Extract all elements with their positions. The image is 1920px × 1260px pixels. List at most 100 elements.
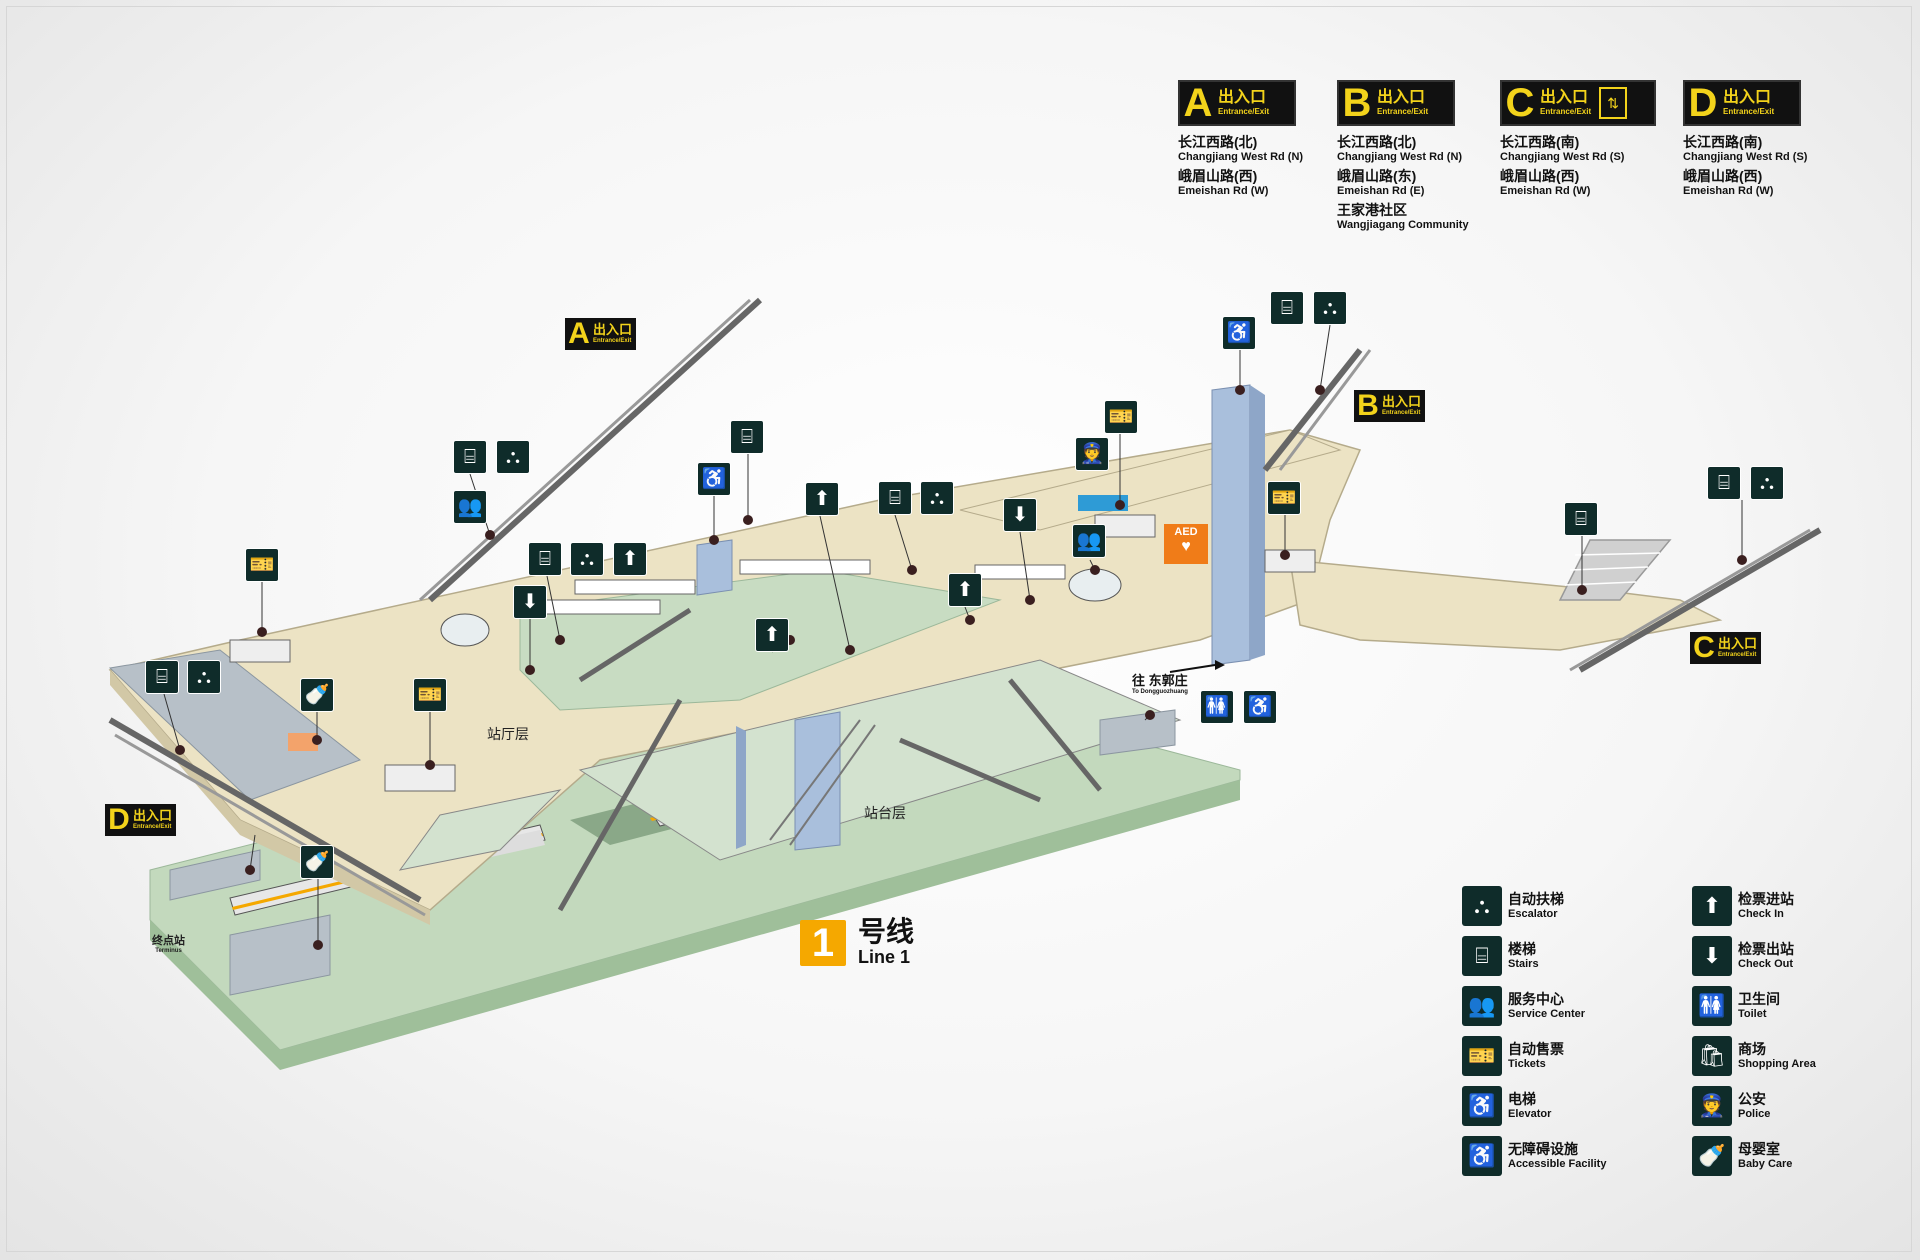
service-center-icon: 👥 [453,490,487,524]
elevator-icon: ⇅ [1599,87,1628,119]
leader-line [1319,324,1331,391]
check-in-icon: ⬆ [755,618,789,652]
destination-en: Changjiang West Rd (S) [1683,151,1808,163]
platform-rooms [169,709,1176,996]
escalator-platform-right [899,678,1102,803]
service-center-icon: 👥 [1462,986,1502,1026]
line-number: 1 [800,920,846,966]
aed-sign: AED ♥ [1164,524,1208,564]
destination-en: Emeishan Rd (W) [1500,185,1591,197]
baby-care-room [288,733,318,751]
check-in-icon: ⬆ [805,482,839,516]
location-dot [1115,500,1125,510]
check-out-icon: ⬇ [1692,936,1732,976]
destination-cn: 峨眉山路(东) [1337,168,1417,184]
ticket-machines [229,514,1316,792]
corridor-east [1289,559,1723,651]
check-out-icon: ⬇ [1003,498,1037,532]
leader-line [163,693,181,751]
shopping-icon: 🛍 [1692,1036,1732,1076]
exit-en: Entrance/Exit [1382,410,1421,416]
exit-letter: B [1357,389,1379,422]
stairs-icon: ⌸ [145,660,179,694]
destination-cn: 长江西路(南) [1500,134,1580,150]
direction-arrow [1169,664,1216,673]
exit-a-destinations: 长江西路(北) Changjiang West Rd (N) 峨眉山路(西) E… [1178,134,1348,198]
destination-en: Emeishan Rd (W) [1178,185,1269,197]
service-center-icon: 👥 [1072,524,1106,558]
elevator-icon: ♿ [1462,1086,1502,1126]
location-dot [965,615,975,625]
legend-cn: 卫生间 [1738,991,1780,1007]
legend-cn: 商场 [1738,1041,1766,1057]
escalator-platform-left [557,607,692,912]
location-dot [1315,385,1325,395]
exit-en: Entrance/Exit [133,824,172,830]
leader-lines [163,324,1747,950]
exit-letter: B [1342,81,1372,125]
exit-c-destinations: 长江西路(南) Changjiang West Rd (S) 峨眉山路(西) E… [1500,134,1670,198]
heart-icon: ♥ [1181,538,1191,555]
column-center [696,539,733,596]
stairs-icon: ⌸ [1564,502,1598,536]
location-dot [425,760,435,770]
location-dot [1280,550,1290,560]
legend-en: Tickets [1508,1058,1546,1070]
toilet-icon: 🚻 [1200,690,1234,724]
legend-cn: 母婴室 [1738,1141,1780,1157]
leader-line [249,834,256,871]
exit-en: Entrance/Exit [1718,652,1757,658]
stairs-c [1558,539,1672,601]
legend-en: Check In [1738,908,1784,920]
stairs-icon: ⌸ [1462,936,1502,976]
location-dot [1235,385,1245,395]
location-dot [1025,595,1035,605]
legend-cn: 服务中心 [1508,991,1564,1007]
destination-en: Wangjiagang Community [1337,219,1469,231]
police-icon: 👮 [1692,1086,1732,1126]
elevator-icon: ♿ [697,462,731,496]
legend-en: Escalator [1508,908,1558,920]
escalator-icon: ⛬ [1462,886,1502,926]
exit-cn: 出入口 [133,808,173,823]
check-out-icon: ⬇ [513,585,547,619]
map-frame [6,6,1912,1252]
destination-en: Emeishan Rd (W) [1683,185,1774,197]
legend-en: Baby Care [1738,1158,1793,1170]
destination-cn: 峨眉山路(西) [1500,168,1580,184]
exit-letter: D [108,803,130,836]
location-dot [907,565,917,575]
legend-en: Shopping Area [1738,1058,1816,1070]
accessible-icon: ♿ [1462,1136,1502,1176]
exit-letter: C [1505,81,1535,125]
escalator-icon: ⛬ [496,440,530,474]
legend-cn: 公安 [1738,1091,1766,1107]
escalator-d [108,717,426,917]
check-in-icon: ⬆ [948,573,982,607]
check-in-icon: ⬆ [613,542,647,576]
legend-cn: 自动售票 [1508,1041,1564,1057]
location-dot [313,940,323,950]
location-dot [743,515,753,525]
location-dot [175,745,185,755]
exit-letter: A [1183,81,1213,125]
baby-care-icon: 🍼 [300,678,334,712]
escalator-a [418,297,763,603]
leader-line [894,514,913,571]
direction-label: 往 东郭庄 To Dongguozhuang [1132,670,1188,695]
stairs-icon: ⌸ [878,481,912,515]
direction-cn: 往 东郭庄 [1132,673,1188,688]
location-dot [1145,710,1155,720]
